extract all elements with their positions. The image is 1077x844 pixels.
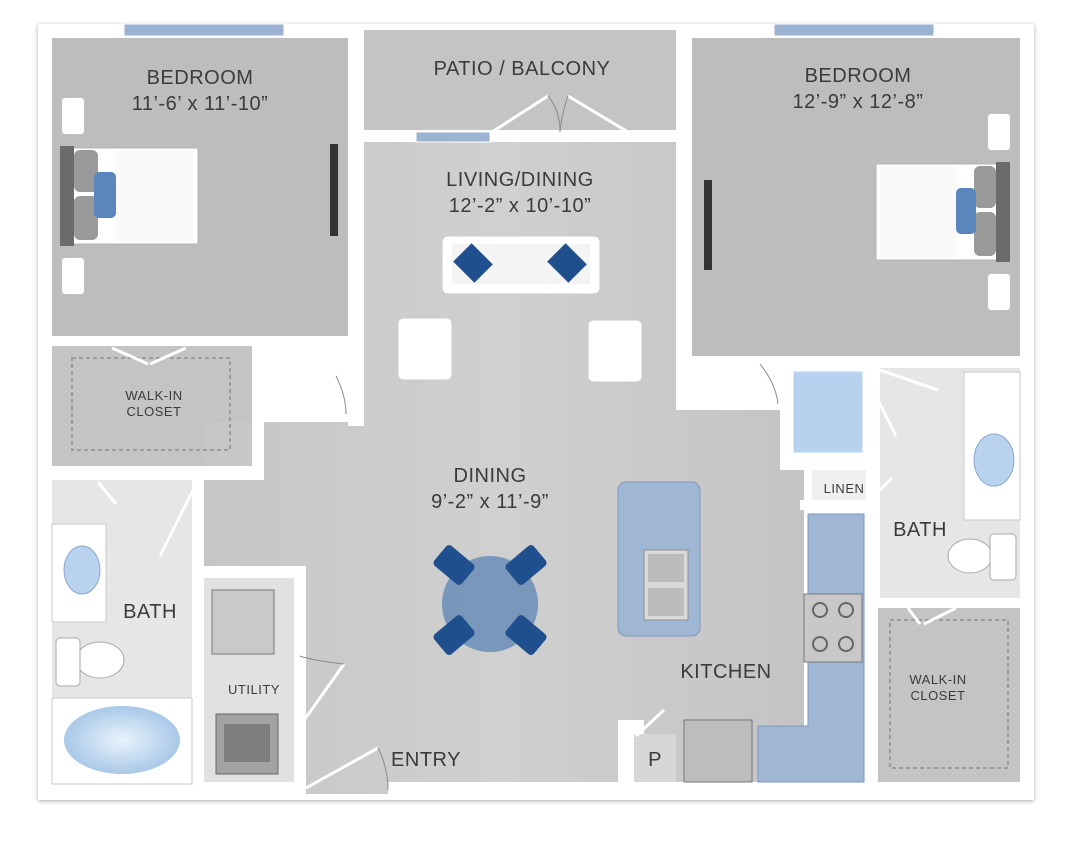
toilet-icon: [75, 641, 125, 679]
linen-name: LINEN: [823, 481, 865, 496]
closet-left-name: CLOSET: [126, 404, 182, 419]
sofa: [441, 235, 601, 295]
closet-right-name: WALK-IN: [909, 672, 967, 687]
armchair: [587, 319, 643, 383]
stove-burners: [812, 602, 854, 652]
throw-pillow: [547, 243, 587, 283]
nightstand: [988, 114, 1010, 150]
living-name: LIVING/DINING: [446, 169, 594, 191]
dining-name: DINING: [453, 465, 527, 487]
armchair: [397, 317, 453, 381]
bedroom-left-name: BEDROOM: [146, 67, 254, 89]
pantry-floor: [632, 734, 676, 782]
dryer-door: [224, 724, 270, 762]
bath-right-name: BATH: [893, 519, 947, 541]
sink-icon: [973, 433, 1015, 487]
linen-floor: [812, 470, 872, 500]
nightstand: [62, 98, 84, 134]
closet-right-floor: [878, 606, 1020, 782]
toilet-tank: [55, 637, 81, 687]
nightstand: [988, 274, 1010, 310]
refrigerator: [683, 719, 753, 783]
utility-name: UTILITY: [228, 682, 280, 697]
sink-icon: [63, 545, 101, 595]
kitchen-island: [617, 481, 701, 637]
windows: [123, 23, 935, 143]
bed-right: [875, 162, 1010, 262]
tv: [704, 180, 712, 270]
bed-left: [59, 146, 199, 246]
stove: [803, 593, 863, 663]
patio-floor: [364, 30, 676, 132]
toilet-tank: [989, 533, 1017, 581]
patio-name: PATIO / BALCONY: [433, 58, 611, 80]
closet-right-name: CLOSET: [910, 688, 966, 703]
pantry-name: P: [648, 749, 662, 771]
kitchen-name: KITCHEN: [680, 661, 772, 683]
washer: [211, 589, 275, 655]
bedroom-left-size: 11’-6’ x 11’-10”: [131, 93, 269, 115]
tv: [330, 144, 338, 236]
dining-table: [433, 545, 547, 655]
shower: [790, 368, 866, 456]
bedroom-right-name: BEDROOM: [804, 65, 912, 87]
toilet-icon: [947, 538, 993, 574]
dining-size: 9’-2” x 11’-9”: [431, 491, 549, 513]
living-size: 12’-2” x 10’-10”: [448, 195, 592, 217]
door-arcs: [299, 95, 779, 791]
nightstand: [62, 258, 84, 294]
throw-pillow: [453, 243, 493, 283]
closet-left-shelf: [71, 357, 231, 451]
bath-left-name: BATH: [123, 601, 177, 623]
closet-left-name: WALK-IN: [125, 388, 183, 403]
closet-right-shelf: [889, 619, 1009, 769]
door-swings: [96, 94, 957, 790]
tub-basin: [64, 706, 180, 774]
bedroom-right-size: 12’-9” x 12’-8”: [792, 91, 924, 113]
entry-name: ENTRY: [391, 749, 461, 771]
